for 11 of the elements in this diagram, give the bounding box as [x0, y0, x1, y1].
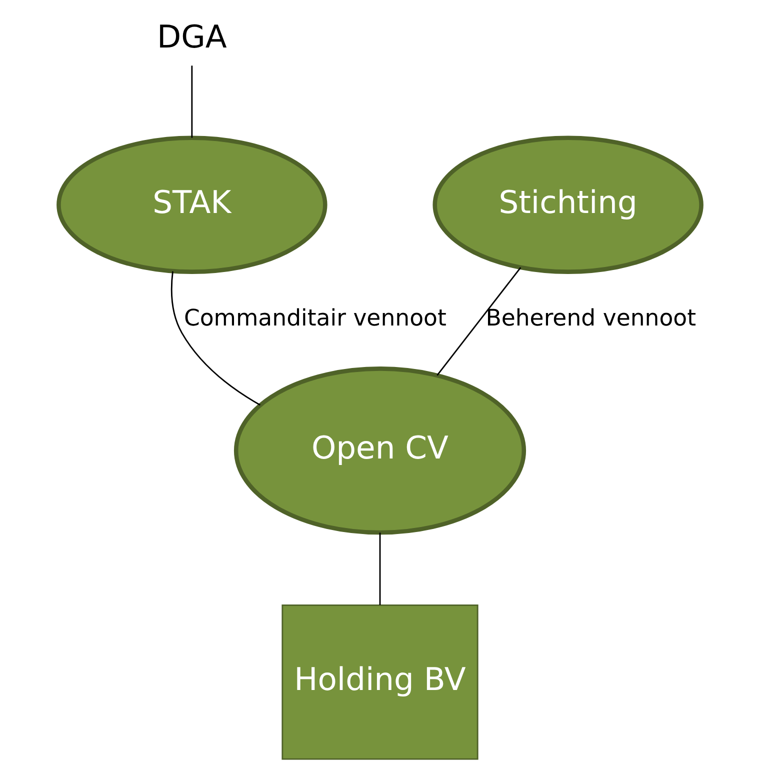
- connector: [436, 267, 521, 376]
- node-ellipse: STAK: [56, 136, 327, 274]
- edge-label: Beherend vennoot: [485, 306, 696, 332]
- connector: [190, 66, 192, 138]
- connector: [378, 532, 380, 606]
- node-ellipse: Open CV: [233, 366, 526, 535]
- node-box: Holding BV: [281, 604, 478, 760]
- node-text: DGA: [156, 20, 226, 56]
- edge-label: Commanditair vennoot: [183, 306, 446, 332]
- connector: [170, 271, 260, 406]
- node-ellipse: Stichting: [432, 136, 703, 274]
